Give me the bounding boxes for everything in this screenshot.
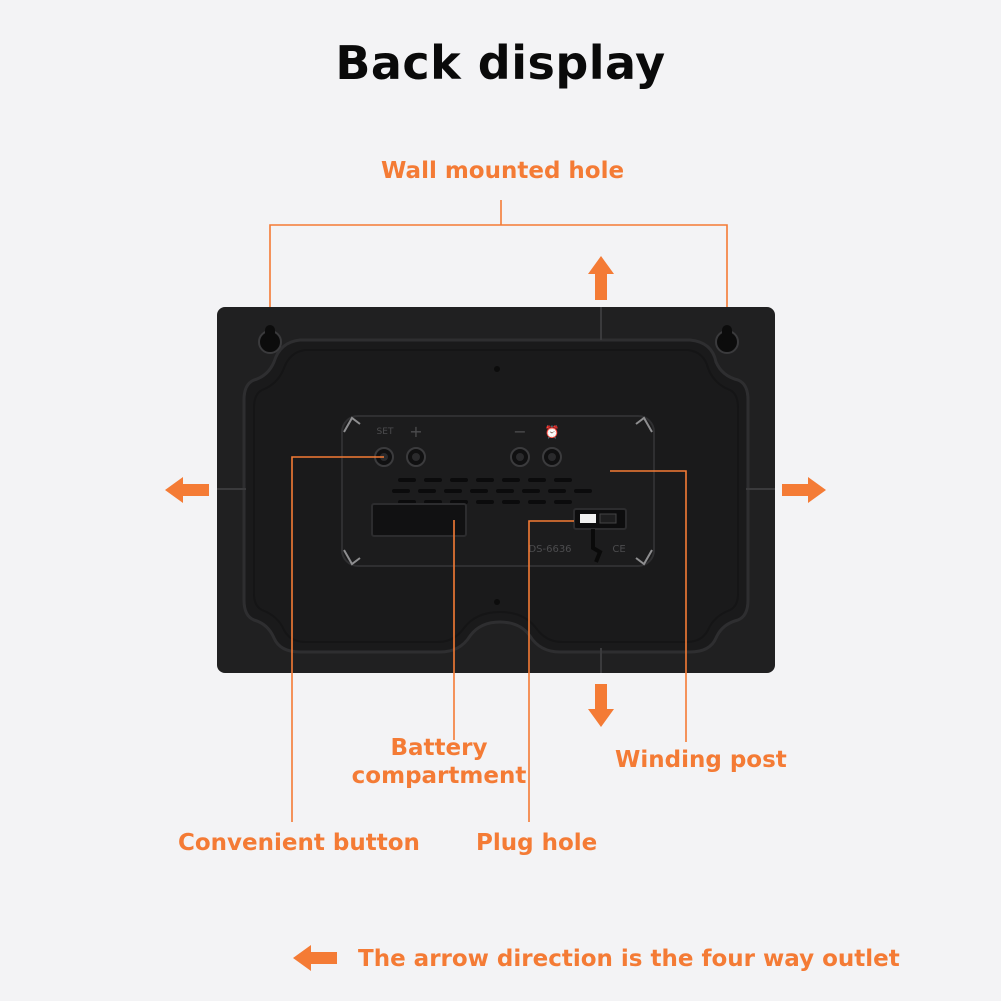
wall-hole-left [258, 325, 282, 354]
dot-top [494, 366, 500, 372]
page-title: Back display [335, 36, 666, 90]
plug-hole-leader [528, 520, 574, 822]
button-plus[interactable] [406, 447, 426, 467]
dot-bottom [494, 599, 500, 605]
arrow-left-icon [165, 477, 209, 503]
wall-hole-leader [269, 224, 728, 330]
button-alarm[interactable] [542, 447, 562, 467]
winding-post-leader [610, 470, 687, 742]
label-battery-line2: compartment [351, 763, 527, 789]
label-plug-hole: Plug hole [476, 830, 598, 856]
label-battery-compartment: Battery compartment [344, 734, 534, 790]
label-convenient-button: Convenient button [178, 830, 420, 856]
device-inner-frame-inset [253, 349, 739, 643]
button-label-set: SET [377, 427, 394, 437]
legend-arrow-icon [293, 945, 337, 971]
arrow-right-icon [782, 477, 826, 503]
cert-text: CE [612, 544, 625, 555]
wall-hole-right [715, 325, 739, 354]
legend-text: The arrow direction is the four way outl… [358, 946, 900, 972]
arrow-down-icon [588, 684, 614, 727]
device-body: SET + − ⏰ [217, 307, 775, 673]
label-wall-mounted-hole: Wall mounted hole [381, 158, 625, 184]
button-label-plus: + [409, 422, 422, 441]
leader-lines [269, 200, 728, 330]
button-minus[interactable] [510, 447, 530, 467]
label-battery-line1: Battery [390, 735, 488, 761]
arrow-up-icon [588, 256, 614, 300]
convenient-button-leader [291, 456, 384, 822]
plug-hole[interactable] [573, 508, 627, 530]
button-label-alarm: ⏰ [545, 424, 560, 439]
model-text: DS-6636 [528, 544, 571, 555]
button-label-minus: − [513, 422, 526, 441]
winding-post [591, 529, 603, 563]
label-winding-post: Winding post [615, 747, 787, 773]
battery-compartment[interactable] [371, 503, 467, 537]
